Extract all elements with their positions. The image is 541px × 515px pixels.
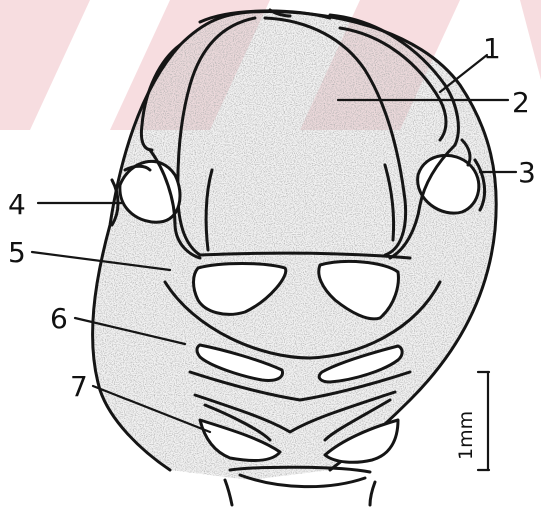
label-1: 1 — [483, 32, 501, 65]
scale-bar-label: 1mm — [455, 411, 477, 460]
label-5: 5 — [8, 236, 26, 269]
scale-bar: 1mm — [455, 372, 489, 470]
label-3: 3 — [518, 156, 536, 189]
label-4: 4 — [8, 188, 26, 221]
label-2: 2 — [512, 86, 530, 119]
label-7: 7 — [70, 370, 88, 403]
label-6: 6 — [50, 302, 68, 335]
